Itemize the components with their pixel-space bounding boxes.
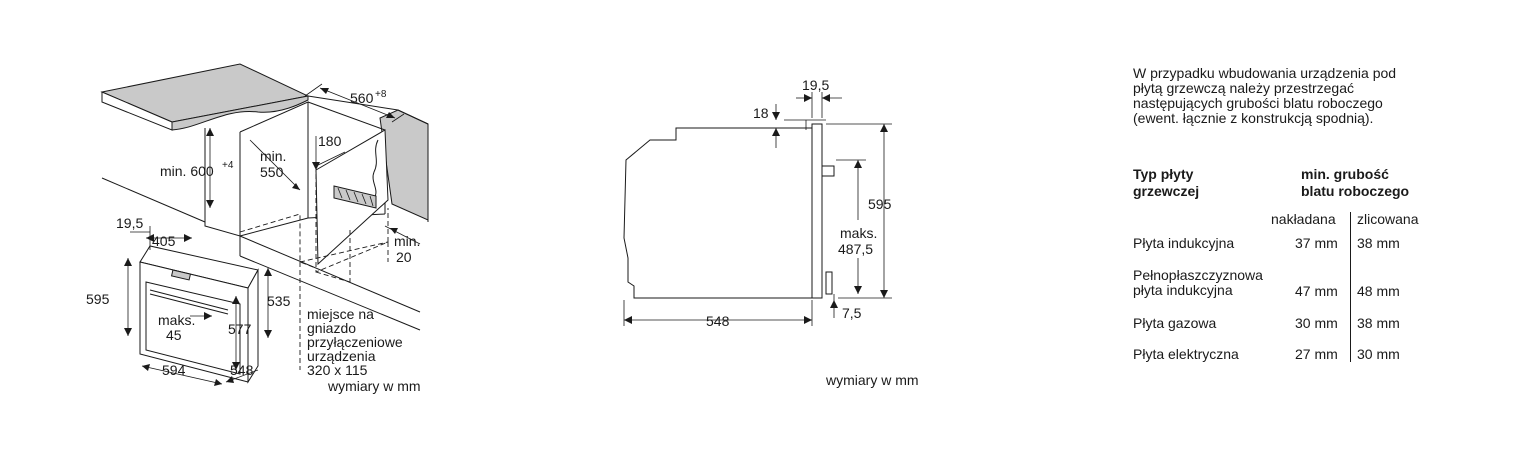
socket-note-line-4: urządzenia [307,348,376,364]
sub-header-overlay: nakładana [1271,211,1336,227]
sub-header-flush: zlicowana [1357,211,1419,227]
row-flush-value: 38 mm [1357,235,1400,251]
row-type-line-1: Pełnopłaszczyznowa [1133,267,1263,283]
dim-oven-width: 594 [162,362,186,378]
row-flush-value: 48 mm [1357,283,1400,299]
row-type: Płyta gazowa [1133,315,1217,331]
dim-profile-bottom-gap: 7,5 [842,305,862,321]
row-type: Płyta indukcyjna [1133,235,1235,251]
dim-min-depth-value: 550 [260,164,284,180]
middle-units-note: wymiary w mm [825,372,919,388]
dim-profile-top-gap: 18 [753,105,769,121]
row-overlay-value: 47 mm [1295,283,1338,299]
dim-oven-front-offset: 19,5 [116,215,143,231]
row-overlay-value: 37 mm [1295,235,1338,251]
row-type-line-2: płyta indukcyjna [1133,282,1233,298]
col-min-thickness-header-line-2: blatu roboczego [1301,183,1410,199]
col-hob-type-header-line-1: Typ płyty [1133,166,1194,182]
intro-line-2: płytą grzewczą należy przestrzegać [1133,80,1354,96]
left-units-note: wymiary w mm [327,378,421,394]
intro-line-3: następujących grubości blatu roboczego [1133,95,1383,111]
oven-profile-knob [821,165,835,177]
intro-line-1: W przypadku wbudowania urządzenia pod [1133,65,1397,81]
dim-niche-width-tolerance: +8 [375,89,387,100]
oven-profile-foot [825,271,833,295]
side-profile-diagram: 19,5 18 595 maks. 487,5 548 7,5 wymiary … [623,77,919,388]
dim-min-gap-label: min. [394,233,420,249]
socket-note-line-3: przyłączeniowe [307,334,403,350]
row-overlay-value: 27 mm [1295,346,1338,362]
row-overlay-value: 30 mm [1295,315,1338,331]
dim-profile-depth: 548 [706,313,730,329]
dim-profile-front-offset: 19,5 [802,77,829,93]
dim-oven-depth: 548 [230,362,254,378]
column-divider [1350,212,1351,362]
dim-min-height: min. 600 [160,163,214,179]
dim-min-height-tolerance: +4 [222,160,234,171]
col-min-thickness-header: min. grubość blatu roboczego [1301,166,1409,200]
socket-note-line-1: miejsce na [307,306,374,322]
socket-note-line-2: gniazdo [307,320,356,336]
dim-socket-offset: 180 [318,133,342,149]
row-flush-value: 30 mm [1357,346,1400,362]
oven-profile-body [623,127,813,299]
dim-niche-width: 560 [350,90,374,106]
dim-profile-max-value: 487,5 [838,241,873,257]
col-hob-type-header-line-2: grzewczej [1133,183,1200,199]
countertop-right [379,109,429,221]
dim-oven-height: 595 [86,291,110,307]
dim-oven-handle: 405 [152,233,176,249]
intro-text: W przypadku wbudowania urządzenia pod pł… [1133,66,1473,126]
socket-note-line-5: 320 x 115 [307,362,368,378]
dim-oven-inner-height: 535 [267,293,291,309]
intro-line-4: (ewent. łącznie z konstrukcją spodnią). [1133,110,1374,126]
row-type: Płyta elektryczna [1133,346,1239,362]
row-flush-value: 38 mm [1357,315,1400,331]
dim-oven-cavity-height: 577 [228,321,252,337]
col-min-thickness-header-line-1: min. grubość [1301,166,1389,182]
oven-door [145,281,241,375]
dim-min-depth-label: min. [260,148,286,164]
dim-oven-max-value: 45 [166,327,182,343]
dim-profile-max-label: maks. [840,225,877,241]
dim-profile-height: 595 [868,196,892,212]
countertop-front-edge [171,95,309,131]
row-type: Pełnopłaszczyznowa płyta indukcyjna [1133,268,1263,298]
worktop-info-panel: W przypadku wbudowania urządzenia pod pł… [1133,66,1473,362]
col-hob-type-header: Typ płyty grzewczej [1133,166,1199,200]
dim-min-gap-value: 20 [396,249,412,265]
oven-profile-front [811,123,823,299]
niche-isometric-diagram: 560 +8 min. 600 +4 min. 550 180 min. 20 … [86,63,429,394]
dim-oven-max-label: maks. [158,312,195,328]
